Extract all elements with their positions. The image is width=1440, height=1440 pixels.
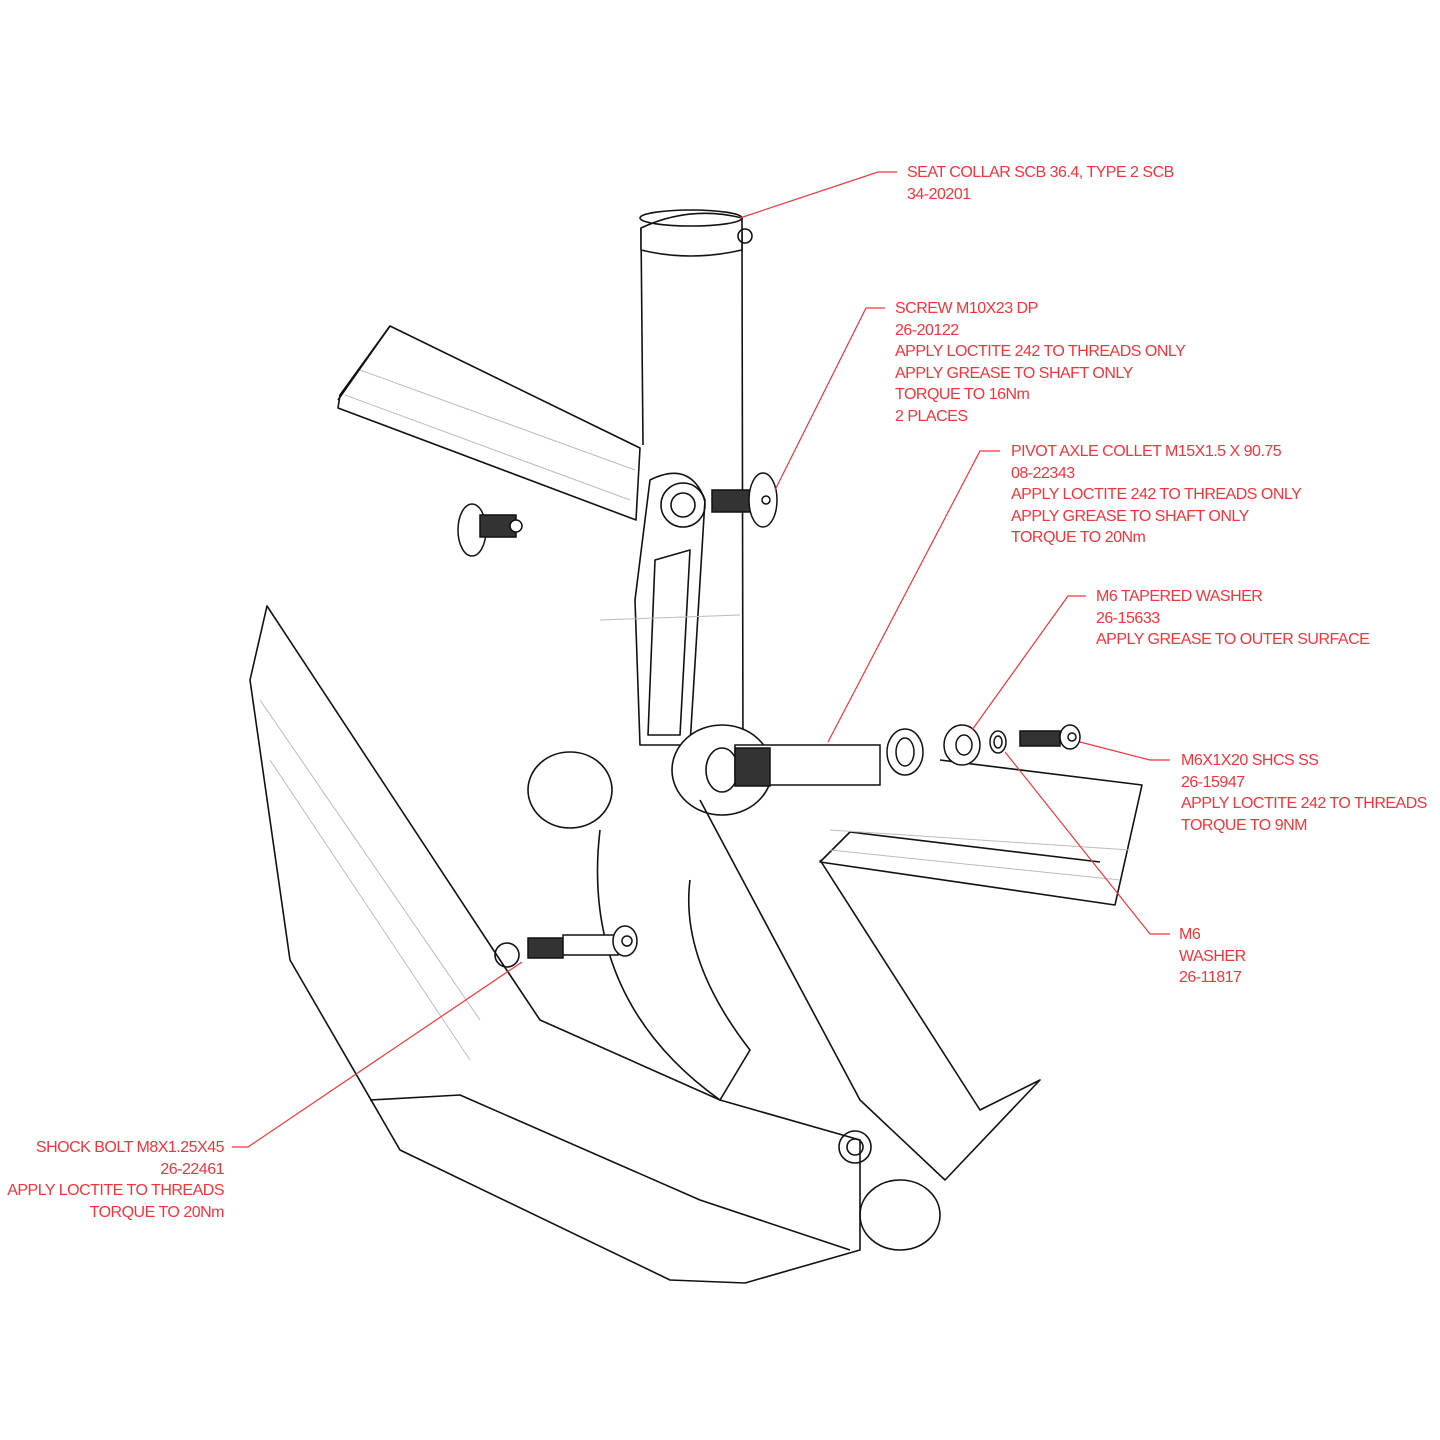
part-name: M6 — [1179, 926, 1201, 943]
part-number: 08-22343 — [1011, 464, 1075, 482]
part-name: PIVOT AXLE COLLET M15X1.5 X 90.75 — [1011, 443, 1282, 460]
shock-bolt — [527, 925, 638, 959]
leader-screw — [774, 307, 885, 491]
leader-seat-collar — [739, 171, 897, 219]
instruction: APPLY GREASE TO OUTER SURFACE — [1096, 631, 1370, 648]
leader-pivot-axle — [827, 450, 1000, 743]
part-name: M6 TAPERED WASHER — [1096, 588, 1263, 605]
m6-washer — [989, 730, 1007, 754]
leader-shcs — [1079, 741, 1170, 761]
shcs-m6 — [1019, 724, 1081, 750]
leader-lines — [232, 171, 1170, 1148]
part-number: 26-22461 — [160, 1160, 224, 1178]
callout-shock-bolt: SHOCK BOLT M8X1.25X45 26-22461 APPLY LOC… — [7, 1137, 224, 1223]
instruction: APPLY GREASE TO SHAFT ONLY — [895, 364, 1133, 382]
screw-m10-left — [457, 503, 523, 557]
part-number: 26-15633 — [1096, 609, 1160, 627]
part-name: WASHER — [1179, 947, 1246, 965]
hardware — [457, 472, 1081, 959]
instruction: APPLY LOCTITE 242 TO THREADS ONLY — [895, 343, 1186, 360]
callout-pivot-axle: PIVOT AXLE COLLET M15X1.5 X 90.75 08-223… — [1011, 441, 1302, 549]
part-name: M6X1X20 SHCS SS — [1181, 752, 1319, 769]
part-number: 34-20201 — [907, 185, 971, 203]
instruction: TORQUE TO 20Nm — [89, 1203, 225, 1221]
leader-tapered-washer — [971, 595, 1086, 731]
part-number: 26-11817 — [1179, 969, 1242, 986]
instruction: TORQUE TO 9NM — [1181, 816, 1307, 834]
callout-screw: SCREW M10X23 DP 26-20122 APPLY LOCTITE 2… — [895, 298, 1186, 427]
leader-shock-bolt — [232, 961, 523, 1148]
screw-m10-right — [711, 472, 778, 528]
leader-m6-washer — [1004, 751, 1170, 935]
callout-seat-collar: SEAT COLLAR SCB 36.4, TYPE 2 SCB 34-2020… — [907, 162, 1174, 205]
part-name: SHOCK BOLT M8X1.25X45 — [35, 1139, 225, 1156]
instruction: TORQUE TO 16Nm — [895, 386, 1030, 403]
instruction: APPLY GREASE TO SHAFT ONLY — [1011, 507, 1249, 525]
part-name: SEAT COLLAR SCB 36.4, TYPE 2 SCB — [907, 164, 1174, 181]
m6-tapered-washer — [943, 724, 981, 766]
part-name: SCREW M10X23 DP — [895, 300, 1038, 317]
part-number: 26-20122 — [895, 321, 959, 339]
instruction: APPLY LOCTITE 242 TO THREADS — [1181, 795, 1427, 812]
pivot-axle-collet — [734, 728, 924, 787]
callout-shcs: M6X1X20 SHCS SS 26-15947 APPLY LOCTITE 2… — [1181, 750, 1427, 836]
instruction: APPLY LOCTITE TO THREADS — [7, 1182, 224, 1199]
instruction: TORQUE TO 20Nm — [1011, 529, 1146, 546]
frame-detail-lines — [259, 369, 1131, 1061]
instruction: APPLY LOCTITE 242 TO THREADS ONLY — [1011, 486, 1302, 503]
callout-tapered-washer: M6 TAPERED WASHER 26-15633 APPLY GREASE … — [1096, 586, 1370, 651]
part-number: 26-15947 — [1181, 773, 1245, 791]
callout-m6-washer: M6 WASHER 26-11817 — [1179, 924, 1246, 989]
instruction: 2 PLACES — [895, 407, 968, 425]
bike-frame-drawing — [249, 209, 1143, 1284]
